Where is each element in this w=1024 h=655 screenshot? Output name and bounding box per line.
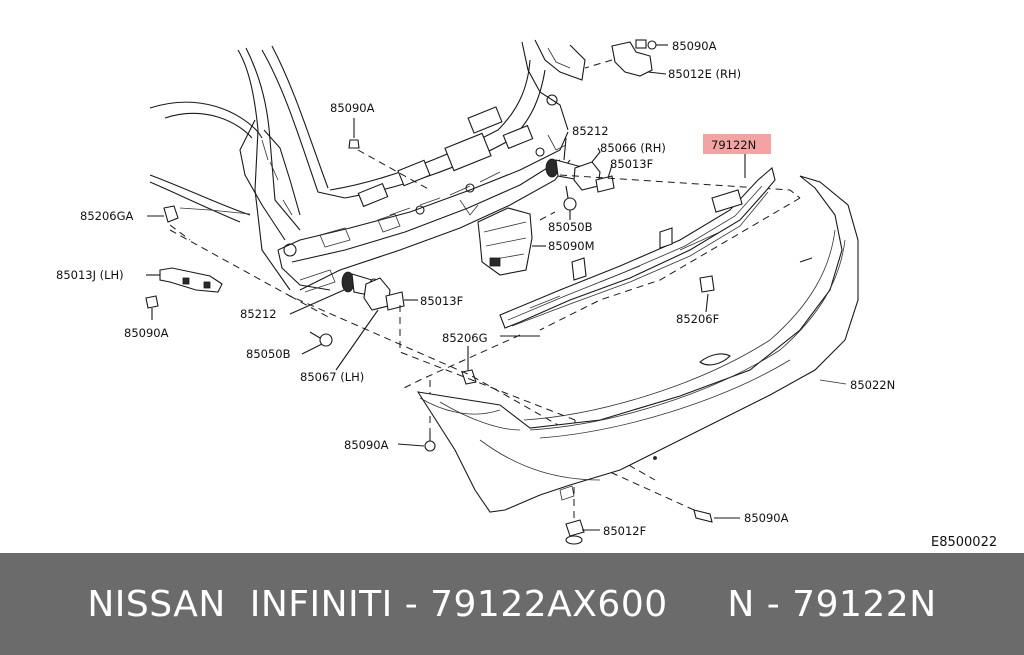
clip-85090A-left [145,295,159,320]
pad-85013F-rh [595,164,615,193]
callout-85012F: 85012F [603,524,646,538]
clip-85206F [699,275,715,313]
callout-85206GA: 85206GA [80,209,133,223]
highlight-box [703,134,771,154]
parts-diagram: 85090A 85012E (RH) 85090A 85212 85066 (R… [56,39,998,550]
callout-79122N: 79122N [711,138,756,152]
callout-85050B-rh: 85050B [548,220,593,234]
callout-85067-lh: 85067 (LH) [300,370,364,384]
callout-85206F: 85206F [676,312,719,326]
callout-85066-rh: 85066 (RH) [600,141,666,155]
screw-85050B-rh [563,185,577,220]
screw-85090A-lower-left [397,432,436,452]
clip-85012F [565,450,600,545]
callout-85013F-rh: 85013F [610,157,653,171]
screw-85090A-lower-right [609,471,740,523]
callout-85090A-top: 85090A [672,39,717,53]
callout-85212-rh: 85212 [572,124,609,138]
callout-85206G: 85206G [442,331,488,345]
vehicle-body-outline [149,39,586,293]
callout-85090M: 85090M [548,239,595,253]
callout-85090A-left: 85090A [124,326,169,340]
callout-85090A-upper: 85090A [330,101,375,115]
callout-85013J-lh: 85013J (LH) [56,268,124,282]
reinforcement-79122N [499,152,776,337]
screw-85090A-upper [348,118,431,191]
callout-85013F-lh: 85013F [420,294,463,308]
part-number-caption: NISSAN INFINITI - 79122AX600 N - 79122N [87,583,937,625]
callout-85012E-rh: 85012E (RH) [668,67,741,81]
callout-85090A-lower-left: 85090A [344,438,389,452]
clip-85206GA [147,205,251,241]
bracket-85013J-lh [146,267,223,293]
pad-85013F-lh [385,291,418,311]
callout-85022N: 85022N [850,378,895,392]
diagram-code: E8500022 [931,535,997,550]
caption-bar: NISSAN INFINITI - 79122AX600 N - 79122N [0,553,1024,655]
parts-diagram-drawing: 85090A 85012E (RH) 85090A 85212 85066 (R… [56,39,997,550]
bumper-fascia-85022N [416,175,859,513]
clip-85090A-top [584,39,668,77]
bracket-85090M [477,207,546,276]
screw-85050B-lh [301,331,333,355]
callout-85050B-lh: 85050B [246,347,291,361]
callout-85212-lh: 85212 [240,307,277,321]
callout-85090A-lower-right: 85090A [744,511,789,525]
